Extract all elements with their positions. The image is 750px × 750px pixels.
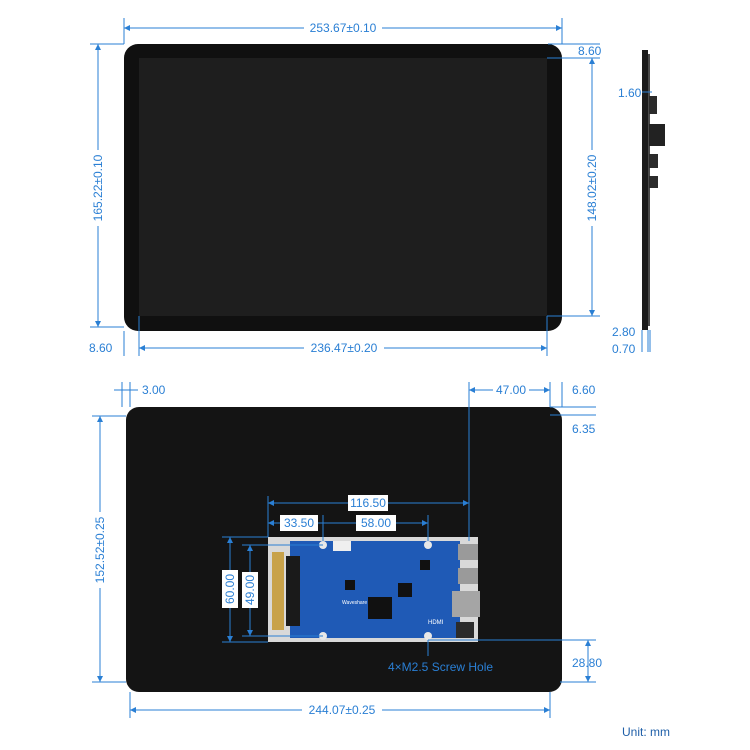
back-right-edge-label: 6.60 (572, 383, 596, 397)
screw-hole-top-right (424, 541, 432, 549)
board-height-label: 60.00 (223, 574, 237, 604)
side-connector-a (649, 96, 657, 114)
back-right-offset-label: 47.00 (496, 383, 526, 397)
usb-connector-mid (458, 568, 478, 584)
side-backplate-thickness-label: 0.70 (612, 342, 636, 356)
board-brand-text: Waveshare (342, 600, 367, 606)
side-top-offset-label: 1.60 (618, 86, 642, 100)
front-overall-height-label: 165.22±0.10 (91, 154, 105, 221)
chip-small-b (420, 560, 430, 570)
dim-back-left-margin: 3.00 (114, 382, 166, 407)
screw-note: 4×M2.5 Screw Hole (388, 640, 493, 674)
driver-board: Waveshare HDMI (268, 537, 480, 642)
dim-front-active-height: 148.02±0.20 (547, 57, 600, 317)
back-top-edge-label: 6.35 (572, 422, 596, 436)
hdmi-connector (452, 591, 480, 617)
dim-back-top-edge: 6.35 (550, 406, 596, 436)
side-connector-c (649, 154, 658, 168)
audio-jack (456, 622, 474, 638)
side-backplate (648, 54, 650, 326)
dim-back-overall-height: 152.52±0.25 (92, 415, 126, 683)
front-active-height-label: 148.02±0.20 (585, 154, 599, 221)
hole-span-a-label: 33.50 (284, 516, 314, 530)
chip-secondary (398, 583, 412, 597)
side-connector-d (649, 176, 658, 188)
side-view: 1.60 2.80 0.70 (612, 50, 665, 356)
header-connector (333, 541, 351, 551)
dim-board-heights: 60.00 49.00 (222, 536, 323, 643)
hole-height-label: 49.00 (243, 575, 257, 605)
back-overall-height-label: 152.52±0.25 (93, 516, 107, 583)
back-left-margin-label: 3.00 (142, 383, 166, 397)
front-overall-width-label: 253.67±0.10 (310, 21, 377, 35)
board-width-label: 116.50 (350, 496, 386, 510)
chip-small-a (345, 580, 355, 590)
dim-front-overall-height: 165.22±0.10 (90, 43, 124, 328)
dim-front-overall-width: 253.67±0.10 (123, 18, 563, 44)
ffc-connector-left (272, 552, 284, 630)
dim-back-right-offset: 47.00 (468, 382, 551, 541)
dim-front-active-width: 236.47±0.20 8.60 (89, 316, 548, 356)
chip-main (368, 597, 392, 619)
screw-hole-note: 4×M2.5 Screw Hole (388, 660, 493, 674)
back-bottom-offset-label: 28.80 (572, 656, 602, 670)
dim-back-right-edge: 6.60 (561, 382, 596, 407)
dim-board-width: 116.50 (267, 495, 470, 537)
usb-connector-top (458, 544, 478, 560)
side-connector-b (649, 124, 665, 146)
back-overall-width-label: 244.07±0.25 (309, 703, 376, 717)
front-active-area (139, 58, 547, 316)
back-view: Waveshare HDMI 3.00 47.00 6.60 (92, 382, 602, 718)
dim-back-overall-width: 244.07±0.25 (129, 692, 551, 718)
side-glass-thickness-label: 2.80 (612, 325, 636, 339)
front-view: 253.67±0.10 8.60 165.22±0.10 148.02± (89, 18, 602, 356)
front-bezel-bottom-left-label: 8.60 (89, 341, 113, 355)
board-hdmi-text: HDMI (428, 620, 444, 626)
ffc-connector-right (286, 556, 300, 626)
side-glass (642, 50, 648, 330)
dim-back-bottom-offset: 28.80 (428, 639, 602, 683)
front-active-width-label: 236.47±0.20 (311, 341, 378, 355)
dim-hole-spans: 33.50 58.00 (267, 515, 429, 541)
screw-hole-bottom-right (424, 632, 432, 640)
front-bezel-top-right-label: 8.60 (578, 44, 602, 58)
unit-label: Unit: mm (622, 725, 670, 739)
hole-span-b-label: 58.00 (361, 516, 391, 530)
board-pcb (290, 541, 460, 638)
